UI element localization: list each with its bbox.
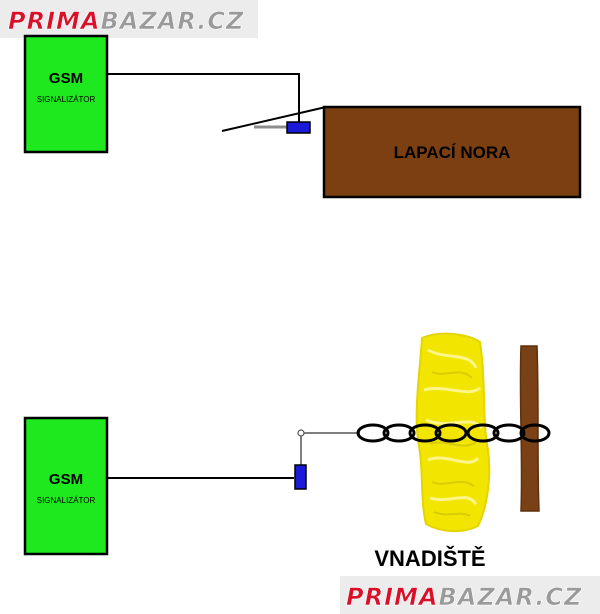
trigger-wire [300,432,360,466]
bait-icon [415,332,491,532]
watermark-bottom-bg [340,576,600,614]
svg-text:PRIMABAZAR.CZ: PRIMABAZAR.CZ [346,583,582,611]
watermark-top-suffix: .CZ [197,7,244,35]
top-sensor-icon [286,121,311,134]
watermark-bottom-prima: PRIMA [346,583,438,611]
watermark-top-bazar: BAZAR [100,7,197,35]
svg-text:PRIMABAZAR.CZ: PRIMABAZAR.CZ [8,7,244,35]
bottom-gsm-box [23,416,109,556]
bottom-sensor-icon [294,464,307,490]
trap-box [322,105,582,199]
trap-label: LAPACÍ NORA [394,143,511,162]
bottom-setup: GSM SIGNALIZÁTOR VNADIŠTĚ [23,332,551,571]
watermark-bottom: PRIMABAZAR.CZ [340,576,600,614]
top-trap-door [221,106,327,132]
watermark-top: PRIMABAZAR.CZ [0,0,258,38]
watermark-bottom-bazar: BAZAR [438,583,535,611]
top-gsm-box [23,34,109,154]
watermark-top-prima: PRIMA [8,7,100,35]
bottom-gsm-title: GSM [49,471,83,488]
trigger-ring-icon [297,429,305,437]
top-setup: GSM SIGNALIZÁTOR LAPACÍ NORA [23,34,582,199]
bait-label: VNADIŠTĚ [374,546,485,571]
chain-icon [356,423,551,443]
top-gsm-title: GSM [49,70,83,87]
top-wire [107,73,300,124]
watermark-top-bg [0,0,258,38]
bait-post [519,345,540,512]
top-gsm-subtitle: SIGNALIZÁTOR [37,95,96,104]
watermark-bottom-suffix: .CZ [535,583,582,611]
bottom-gsm-subtitle: SIGNALIZÁTOR [37,496,96,505]
